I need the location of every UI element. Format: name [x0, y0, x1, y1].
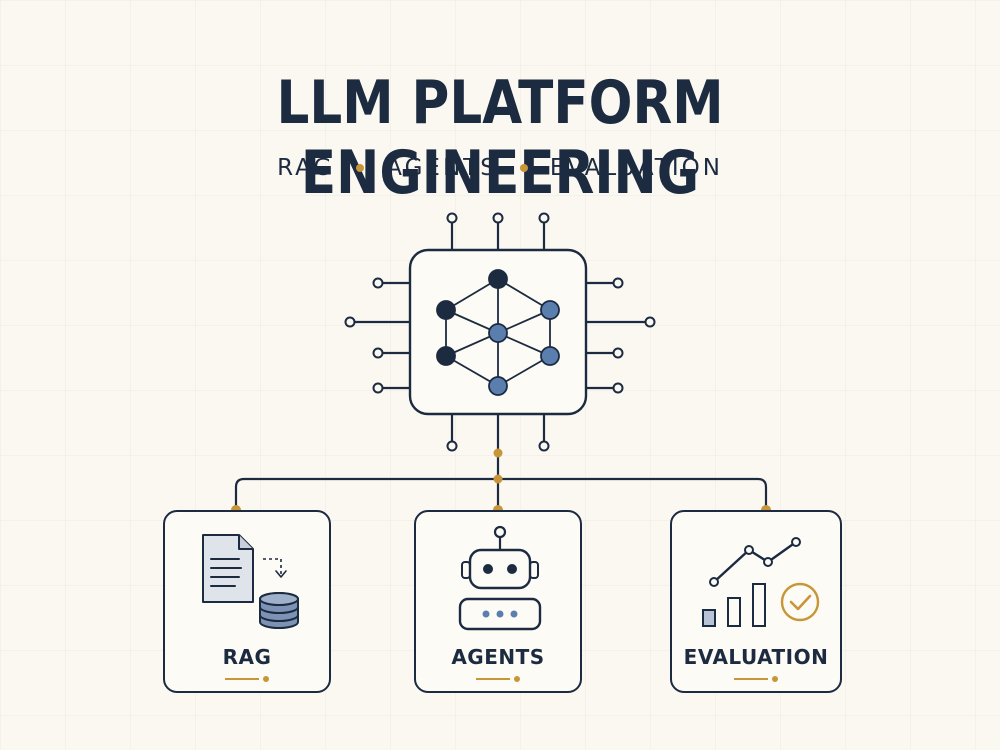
card-label-agents: AGENTS: [451, 645, 545, 669]
card-accent-underline: [734, 676, 778, 682]
card-accent-underline: [476, 676, 520, 682]
chip-pins-right: [584, 281, 648, 390]
agents-card[interactable]: AGENTS: [414, 510, 582, 693]
robot-icon: [458, 525, 542, 631]
subtitle-item-rag: RAG: [277, 155, 335, 181]
page-title: LLM PLATFORM ENGINEERING: [276, 68, 724, 208]
network-graph-icon: [436, 269, 560, 396]
subtitle: RAG AGENTS EVALUATION: [0, 153, 1000, 183]
subtitle-separator-dot: [519, 164, 528, 172]
chip-pins-bottom: [450, 412, 546, 444]
pin-endpoints: [344, 212, 656, 452]
card-accent-underline: [225, 676, 269, 682]
junction-dots: [231, 448, 771, 515]
subtitle-separator-dot: [356, 164, 365, 172]
subtitle-item-agents: AGENTS: [386, 155, 498, 181]
chart-check-icon: [702, 537, 820, 627]
document-database-icon: [202, 534, 299, 629]
chip-pins-left: [352, 281, 412, 390]
evaluation-card[interactable]: EVALUATION: [670, 510, 842, 693]
chip-pins-top: [450, 220, 546, 252]
subtitle-item-evaluation: EVALUATION: [549, 155, 723, 181]
card-label-evaluation: EVALUATION: [683, 645, 829, 669]
rag-card[interactable]: RAG: [163, 510, 331, 693]
connector-lines: [234, 412, 768, 512]
card-label-rag: RAG: [222, 645, 272, 669]
